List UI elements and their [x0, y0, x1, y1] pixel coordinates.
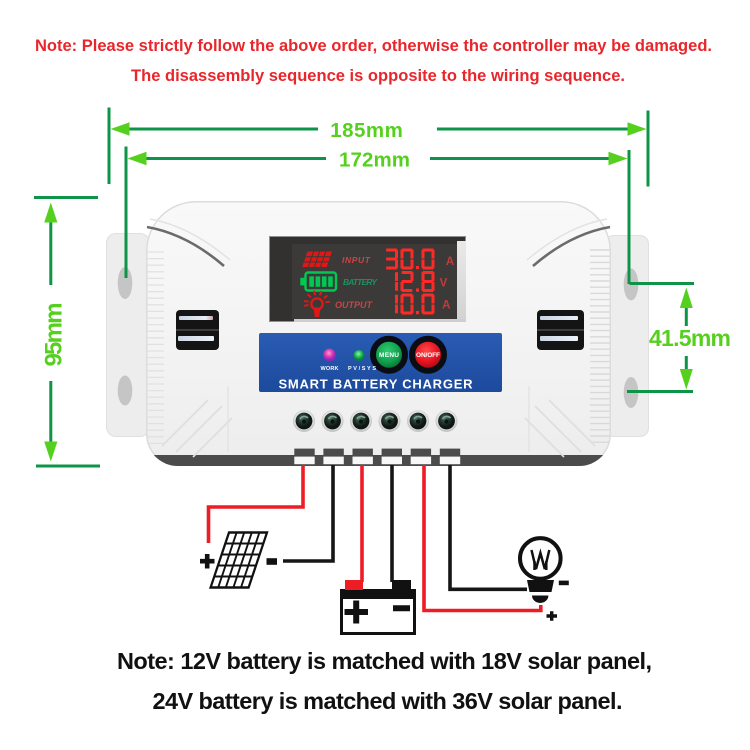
svg-text:SMART BATTERY CHARGER: SMART BATTERY CHARGER: [279, 377, 474, 392]
svg-text:Note: 12V battery is matched w: Note: 12V battery is matched with 18V so…: [117, 648, 652, 674]
svg-text:WORK: WORK: [321, 366, 339, 372]
svg-text:ON/OFF: ON/OFF: [416, 352, 440, 359]
svg-text:172mm: 172mm: [339, 149, 410, 172]
svg-text:V: V: [440, 278, 448, 290]
svg-text:BATTERY: BATTERY: [343, 277, 378, 287]
svg-text:A: A: [446, 256, 454, 268]
svg-text:PV/SYS: PV/SYS: [348, 366, 376, 372]
svg-text:INPUT: INPUT: [342, 255, 371, 265]
svg-text:185mm: 185mm: [330, 119, 403, 142]
svg-text:24V battery is matched with 36: 24V battery is matched with 36V solar pa…: [153, 688, 623, 714]
svg-text:Note: Please strictly follow t: Note: Please strictly follow the above o…: [35, 37, 712, 55]
svg-text:OUTPUT: OUTPUT: [335, 300, 374, 310]
svg-text:A: A: [442, 300, 450, 312]
svg-text:95mm: 95mm: [41, 303, 68, 367]
svg-text:The disassembly sequence is op: The disassembly sequence is opposite to …: [131, 67, 625, 85]
svg-text:41.5mm: 41.5mm: [649, 325, 731, 351]
svg-text:MENU: MENU: [379, 352, 399, 359]
